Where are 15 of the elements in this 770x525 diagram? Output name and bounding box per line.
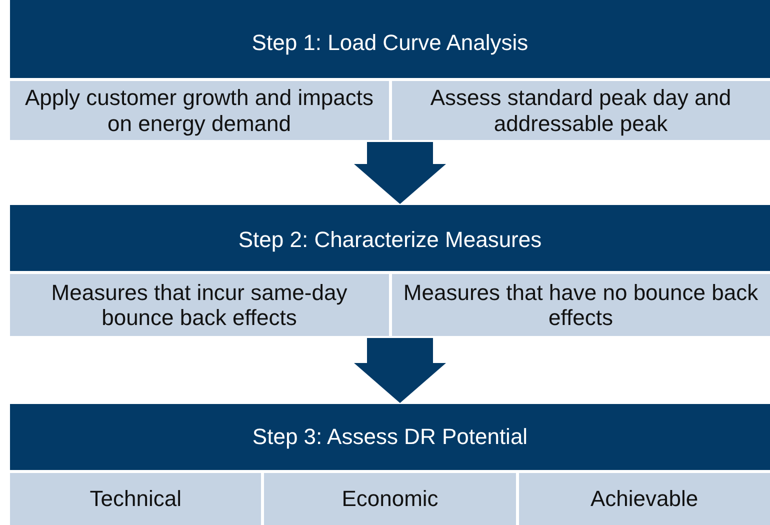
sub-step-box: Assess standard peak day and addressable peak bbox=[392, 81, 770, 140]
step-panel bbox=[10, 205, 770, 336]
sub-step-box: Apply customer growth and impacts on energy demand bbox=[10, 81, 388, 140]
sub-step-box: Economic bbox=[264, 473, 516, 525]
step-panel bbox=[10, 404, 770, 525]
step-panel bbox=[10, 0, 770, 140]
sub-step-box: Technical bbox=[10, 473, 262, 525]
step-header: Step 2: Characterize Measures bbox=[10, 205, 770, 271]
sub-step-box: Achievable bbox=[518, 473, 770, 525]
block-arrow bbox=[354, 142, 446, 204]
step-header: Step 1: Load Curve Analysis bbox=[10, 0, 770, 78]
sub-step-box: Measures that incur same-day bounce back effects bbox=[10, 274, 388, 336]
block-arrow bbox=[354, 338, 446, 403]
sub-step-box: Measures that have no bounce back effects bbox=[392, 274, 770, 336]
step-header: Step 3: Assess DR Potential bbox=[10, 404, 770, 470]
